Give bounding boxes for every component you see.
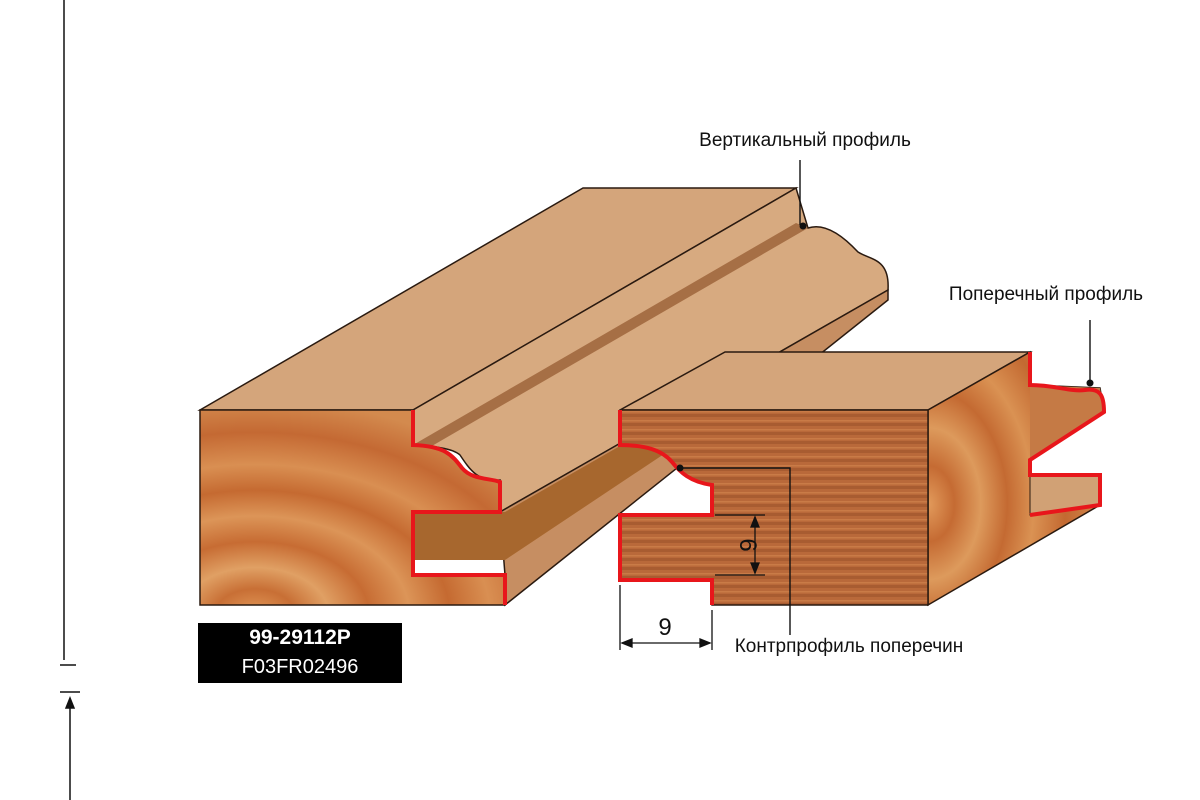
product-code: 99-29112P — [249, 626, 351, 649]
rail-groove-shadow — [413, 223, 808, 450]
callout-dots — [676, 222, 1094, 472]
vertical-rail — [197, 186, 889, 607]
block-tenon-top — [1030, 385, 1104, 460]
product-ref: F03FR02496 — [241, 656, 359, 678]
product-code-box: 99-29112P F03FR02496 — [198, 623, 402, 683]
rail-slot — [413, 400, 700, 560]
dimension-height-label: 6 — [734, 538, 761, 551]
counter-profile-outline — [618, 410, 714, 605]
dimension-width-label: 9 — [658, 614, 671, 641]
dimension-lines — [619, 514, 765, 650]
cross-profile-outline — [1028, 352, 1107, 517]
callout-leaders — [680, 160, 1091, 635]
left-scale-marks — [60, 0, 80, 800]
counter-profile-label: Контрпрофиль поперечин — [735, 636, 964, 657]
block-front-face — [619, 409, 929, 606]
cross-profile-label: Поперечный профиль — [949, 284, 1143, 305]
rail-profile-outline — [411, 410, 507, 605]
cross-piece — [618, 350, 1107, 607]
vertical-profile-label: Вертикальный профиль — [699, 130, 911, 151]
